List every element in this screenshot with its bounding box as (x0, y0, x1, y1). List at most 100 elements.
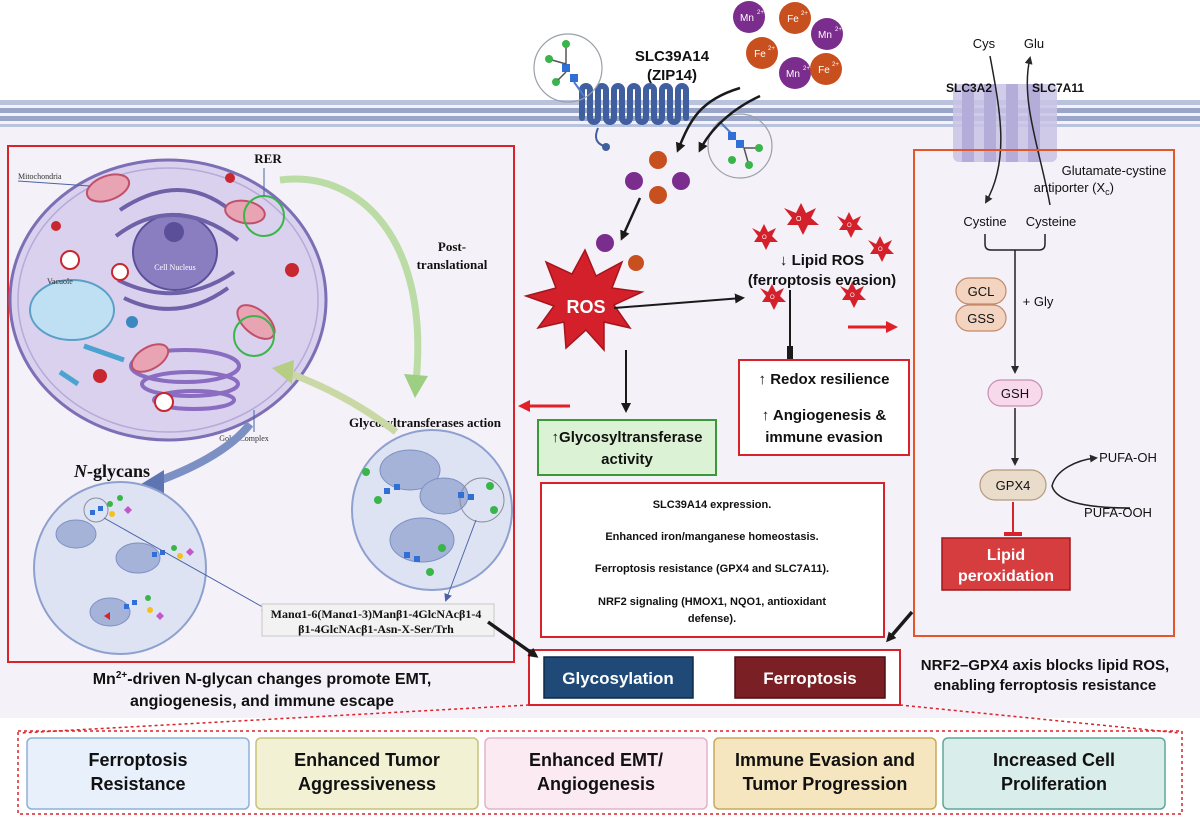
summary-line: Ferroptosis resistance (GPX4 and SLC7A11… (595, 563, 829, 575)
cys-label: Cys (973, 36, 996, 51)
glycan-chain-left (533, 33, 603, 103)
slc39a14-transporter (579, 83, 689, 151)
ros-label: ROS (566, 297, 605, 317)
glu-label: Glu (1024, 36, 1044, 51)
formula-pointer (444, 519, 477, 602)
peroxidation-label: peroxidation (958, 568, 1054, 585)
post-translational-label-2: translational (417, 257, 488, 272)
ion-import-arrow-1 (675, 86, 741, 153)
glycosylation-label: Glycosylation (562, 669, 673, 688)
fe-ion-intracellular (628, 255, 644, 271)
mitochondria-label: Mitochondria (18, 172, 62, 181)
transporter-alias: (ZIP14) (647, 67, 697, 84)
superoxide-icon: O (868, 236, 894, 262)
gpx4-node (979, 469, 1047, 501)
outcome-label: Increased Cell (993, 750, 1115, 770)
svg-text:O: O (770, 295, 775, 301)
mechanism-summary-box (540, 482, 885, 638)
glycosylation-panel-frame (7, 145, 515, 663)
outcome-box (713, 737, 937, 810)
svg-text:Mn: Mn (818, 30, 832, 41)
n-glycans-circle (33, 481, 207, 655)
redox-box (738, 359, 910, 456)
post-translational-label: Post- (438, 239, 466, 254)
svg-text:Fe: Fe (818, 65, 830, 76)
slc7a11-label: SLC7A11 (1032, 81, 1084, 95)
gpx4-label: GPX4 (996, 478, 1031, 493)
glycan-formula-line-1: Manα1-6(Manα1-3)Manβ1-4GlcNAcβ1-4 (271, 607, 482, 621)
ros-to-lipid-arrow (613, 293, 745, 309)
post-translational-arrow (279, 175, 422, 383)
n-glycan-pointer (103, 517, 270, 611)
fe-ion-intracellular (649, 186, 667, 204)
outcome-label: Resistance (90, 774, 185, 794)
gcl-enzyme (955, 277, 1007, 305)
outcome-box (942, 737, 1166, 810)
outcome-label: Tumor Progression (743, 774, 908, 794)
gpx4-inhibition-bar (1004, 532, 1022, 536)
outcome-label: Immune Evasion and (735, 750, 915, 770)
glycan-formula-box (261, 603, 495, 637)
gt-return-arrowhead (272, 360, 294, 384)
ion-import-arrow-2 (698, 94, 761, 153)
antiporter-label: Glutamate-cystine (1062, 163, 1167, 178)
left-to-pathway-arrow (486, 620, 539, 658)
svg-text:O: O (796, 216, 802, 223)
post-translational-arrowhead (404, 374, 428, 398)
right-caption-line-1: NRF2–GPX4 axis blocks lipid ROS, (921, 657, 1169, 674)
svg-text:2+: 2+ (768, 46, 775, 52)
svg-text:O: O (762, 235, 767, 241)
outcome-label: Proliferation (1001, 774, 1107, 794)
right-caption-line-2: enabling ferroptosis resistance (934, 677, 1157, 694)
transporter-name: SLC39A14 (635, 48, 710, 65)
glycan-formula-line-2: β1-4GlcNAcβ1-Asn-X-Ser/Trh (298, 622, 454, 636)
gsh-label: GSH (1001, 386, 1029, 401)
glycosyltransferase-activity-box (537, 419, 717, 476)
gcl-label: GCL (968, 284, 995, 299)
svg-text:O: O (878, 247, 883, 253)
left-caption-line-2: angiogenesis, and immune escape (130, 693, 394, 710)
ros-burst (523, 248, 645, 352)
outcomes-frame (17, 730, 1183, 815)
antiporter-label-2: antiporter (Xc) (1034, 180, 1114, 197)
expansion-line-right (899, 704, 1181, 734)
mn-ion-intracellular (625, 172, 643, 190)
n-glycans-title: N-glycans (73, 461, 150, 481)
lipid-label: Lipid (987, 547, 1025, 564)
vacuole-label: Vacuole (47, 277, 73, 286)
ferroptosis-panel-frame (913, 149, 1175, 637)
gsh-node (987, 379, 1043, 407)
gss-enzyme (955, 304, 1007, 332)
outcome-label: Ferroptosis (88, 750, 187, 770)
superoxide-icon: O (752, 224, 778, 250)
ferroptosis-evasion-label: (ferroptosis evasion) (748, 272, 896, 289)
expansion-line-left (19, 704, 530, 734)
outcome-box (255, 737, 479, 810)
gt-return-arrow (284, 368, 399, 435)
lipid-ros-label: ↓ Lipid ROS (780, 252, 864, 269)
svg-text:O: O (850, 293, 855, 299)
pufa-reduction-arrow (1051, 454, 1131, 509)
pufa-oh-label: PUFA-OH (1099, 450, 1157, 465)
redox-resilience-label: ↑ Redox resilience (759, 371, 890, 388)
ferroptosis-label: Ferroptosis (763, 669, 857, 688)
superoxide-icon: O (760, 284, 786, 310)
svg-text:2+: 2+ (801, 11, 808, 17)
svg-text:2+: 2+ (757, 10, 764, 16)
angiogenesis-label: ↑ Angiogenesis & (762, 407, 887, 424)
outcome-label: Enhanced Tumor (294, 750, 440, 770)
cys-import-arrow (985, 55, 1002, 204)
immune-evasion-label: immune evasion (765, 429, 883, 446)
pufa-ooh-label: PUFA-OOH (1084, 505, 1152, 520)
mitochondria-pointer (17, 180, 91, 187)
left-caption-line-1: Mn2+-driven N-glycan changes promote EMT… (93, 670, 432, 688)
superoxide-icon: O (784, 203, 819, 235)
glu-export-arrow (1024, 56, 1051, 206)
summary-line: SLC39A14 expression. (653, 499, 772, 511)
activity-label: activity (601, 451, 653, 468)
